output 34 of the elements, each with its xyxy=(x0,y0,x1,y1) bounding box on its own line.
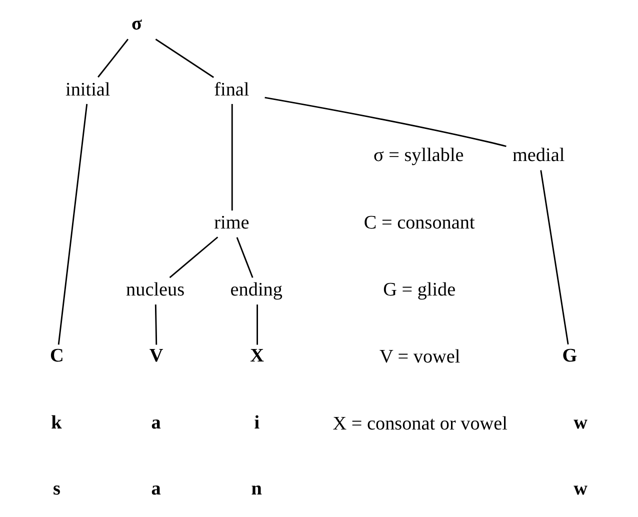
legend-label: C = consonant xyxy=(364,212,475,234)
connector xyxy=(264,96,506,148)
connector xyxy=(256,304,258,345)
label: w xyxy=(574,478,588,500)
label: w xyxy=(574,412,588,434)
connector xyxy=(58,104,88,345)
label: k xyxy=(51,412,62,434)
label: i xyxy=(254,412,260,434)
connector xyxy=(155,38,214,78)
node-text: G xyxy=(562,345,578,366)
legend-label: G = glide xyxy=(383,279,456,300)
connector xyxy=(231,104,233,211)
legend-label: σ = syllable xyxy=(374,145,464,166)
node-text: V xyxy=(149,345,164,366)
node-text: C xyxy=(50,345,64,366)
node-text: rime xyxy=(214,212,250,234)
node-text: initial xyxy=(66,79,110,100)
node-text: medial xyxy=(512,145,565,166)
label: s xyxy=(52,478,60,500)
connector xyxy=(98,38,129,78)
connector xyxy=(236,237,254,278)
node-text: nucleus xyxy=(126,279,185,300)
node-text: final xyxy=(214,79,250,100)
node-text: σ xyxy=(131,13,142,34)
connector xyxy=(540,170,569,344)
connector xyxy=(169,236,218,278)
label: a xyxy=(151,412,161,434)
legend-label: V = vowel xyxy=(380,346,460,368)
node-text: X xyxy=(250,345,264,366)
label: a xyxy=(151,478,161,500)
connector xyxy=(154,304,158,345)
label: n xyxy=(251,478,262,500)
node-text: ending xyxy=(230,279,282,300)
legend-label: X = consonat or vowel xyxy=(332,414,508,435)
